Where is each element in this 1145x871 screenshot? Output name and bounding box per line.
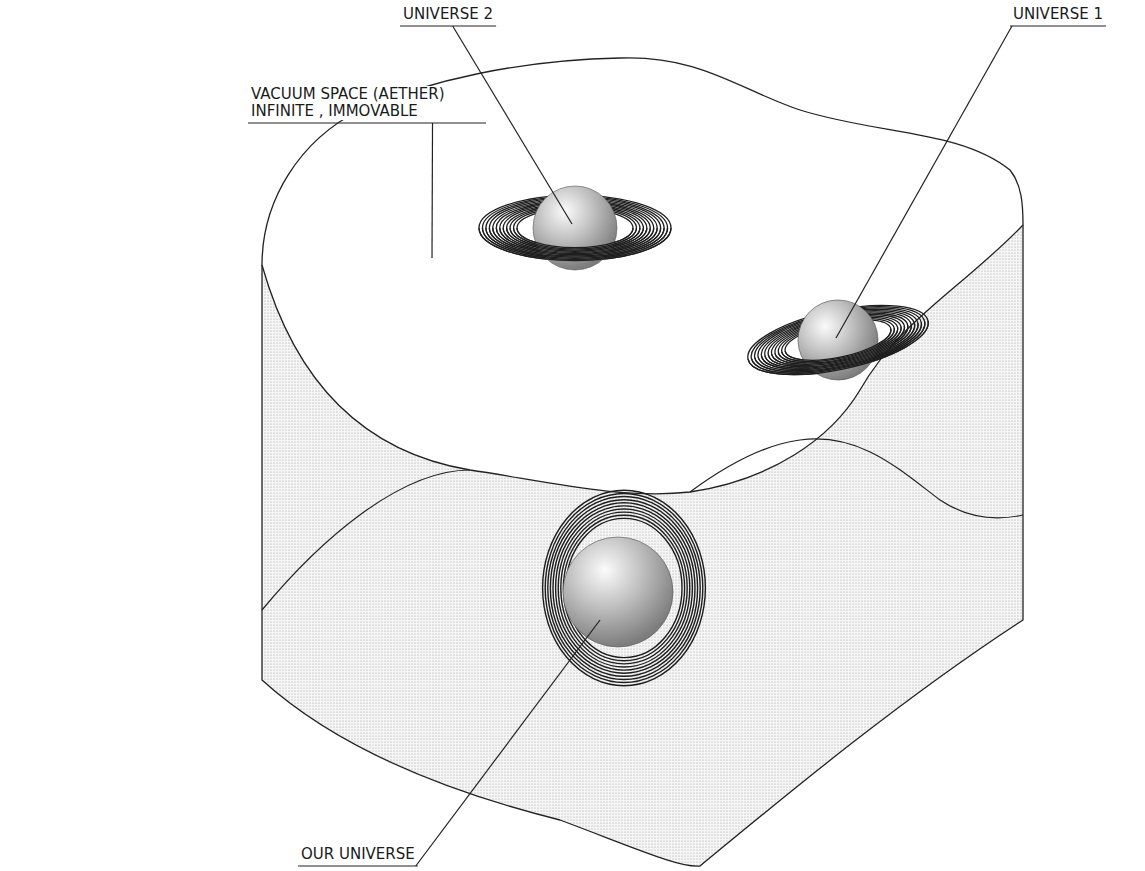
ring-stroke — [556, 506, 693, 670]
ring-stroke — [545, 493, 703, 682]
ring-stroke — [748, 321, 934, 388]
universe-2-sphere — [479, 186, 671, 270]
label-shelf — [1010, 25, 1106, 26]
universe-label: UNIVERSE 2 — [402, 6, 494, 23]
universe-label: UNIVERSE 1 — [1012, 6, 1104, 23]
ring-stroke — [543, 490, 706, 685]
ring-stroke — [489, 228, 660, 257]
ring-stroke — [553, 503, 695, 673]
our-universe-sphere — [543, 490, 706, 685]
universe-1-sphere — [740, 282, 937, 399]
leader-line — [836, 26, 1012, 338]
sphere — [563, 537, 673, 647]
ring-stroke — [548, 497, 700, 680]
ring-stroke — [558, 509, 690, 667]
ring-stroke — [563, 515, 684, 660]
leader-line — [416, 620, 600, 866]
ring-stroke — [561, 512, 687, 664]
universe-label: OUR UNIVERSE — [300, 846, 416, 863]
ring-stroke — [751, 322, 930, 387]
ring-stroke — [550, 500, 697, 677]
aether-label: VACUUM SPACE (AETHER) INFINITE , IMMOVAB… — [250, 86, 484, 120]
aether-edges — [262, 225, 1023, 866]
ring-stroke — [479, 228, 671, 261]
label-shelf — [400, 25, 496, 26]
ring-stroke — [742, 292, 934, 388]
ring-stroke — [482, 228, 667, 259]
leader-line — [431, 123, 433, 258]
label-shelf — [248, 122, 486, 123]
label-shelf — [298, 865, 418, 866]
ring-stroke — [486, 228, 664, 258]
leader-line — [453, 26, 572, 224]
ring-stroke — [755, 322, 927, 384]
